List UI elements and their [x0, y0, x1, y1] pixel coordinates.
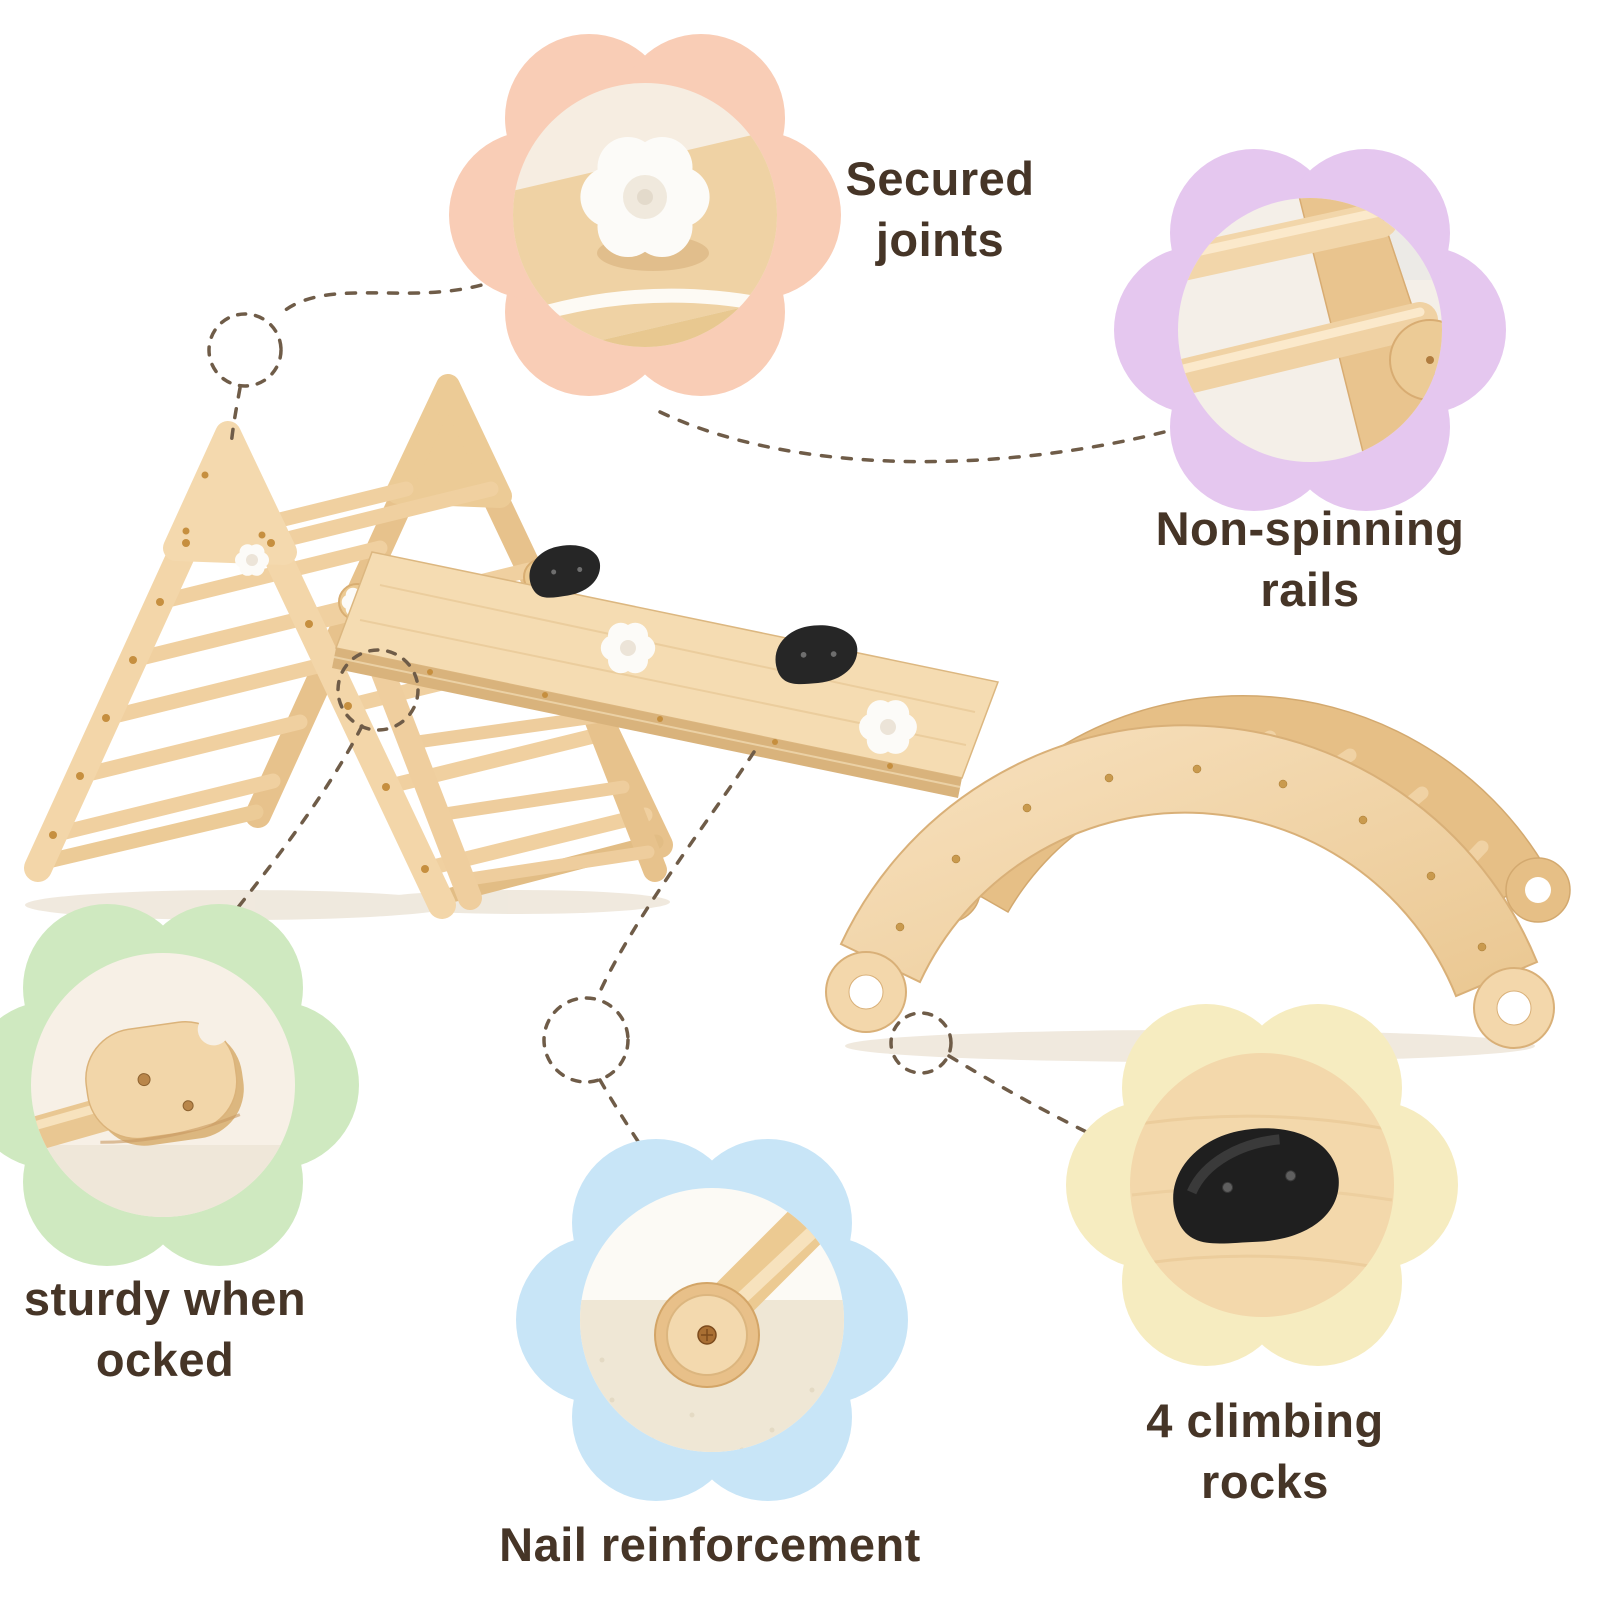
leader-circle-secured-joints [207, 312, 283, 388]
leader-rocks [947, 1054, 1134, 1156]
rocks-bubble [1066, 1004, 1458, 1366]
leader-circle-sturdy [336, 648, 420, 732]
secured-joints-label-line2: joints [875, 213, 1005, 267]
leader-nail [596, 750, 756, 998]
non-spinning-rails-label-line1: Non-spinning [1155, 502, 1465, 555]
sturdy-label-line1: sturdy when [23, 1272, 307, 1325]
climbing-rocks-label: 4 climbing rocks [1080, 1390, 1450, 1512]
non-spinning-rails-label: Non-spinning rails [1095, 498, 1525, 620]
nail-reinforcement-label: Nail reinforcement [440, 1514, 980, 1575]
nail-bubble [516, 1139, 908, 1501]
callout-nail-reinforcement [512, 1120, 912, 1520]
black-rock-detail-icon [1173, 1128, 1339, 1244]
secured-joints-label: Secured joints [760, 148, 1120, 270]
callout-secured-joints [445, 15, 845, 415]
sturdy-bubble [0, 904, 359, 1266]
leader-circle-rocks [889, 1011, 953, 1075]
climbing-rocks-label-line1: 4 climbing [1146, 1394, 1384, 1447]
rocks-photo [1130, 1053, 1394, 1317]
leader-non-spinning-rails [658, 410, 1174, 464]
ramp-screws [427, 669, 893, 769]
slide-ramp [332, 545, 1000, 798]
black-climbing-rock-icon [775, 625, 858, 685]
leader-lines [205, 268, 1174, 1194]
non-spinning-rails-bubble [1114, 149, 1506, 511]
callout-climbing-rocks [1062, 985, 1462, 1385]
secured-joints-label-line1: Secured [845, 152, 1035, 205]
non-spinning-rails-label-line2: rails [1260, 563, 1360, 617]
triangle-screws [49, 471, 429, 873]
leader-circle-nail [542, 996, 630, 1084]
sturdy-label-line2: ocked [95, 1333, 235, 1387]
black-climbing-rock-icon [529, 545, 600, 598]
secured-joints-bubble [449, 34, 841, 396]
sturdy-photo [31, 953, 295, 1217]
climbing-rocks-label-line2: rocks [1201, 1455, 1329, 1509]
sturdy-when-locked-label: sturdy when ocked [0, 1268, 345, 1390]
callout-sturdy-when-locked [0, 885, 363, 1285]
rocking-arch [825, 694, 1571, 1049]
callout-non-spinning-rails [1110, 130, 1510, 530]
arch-screws [895, 764, 1487, 952]
nail-reinforcement-label-line1: Nail reinforcement [499, 1518, 921, 1571]
